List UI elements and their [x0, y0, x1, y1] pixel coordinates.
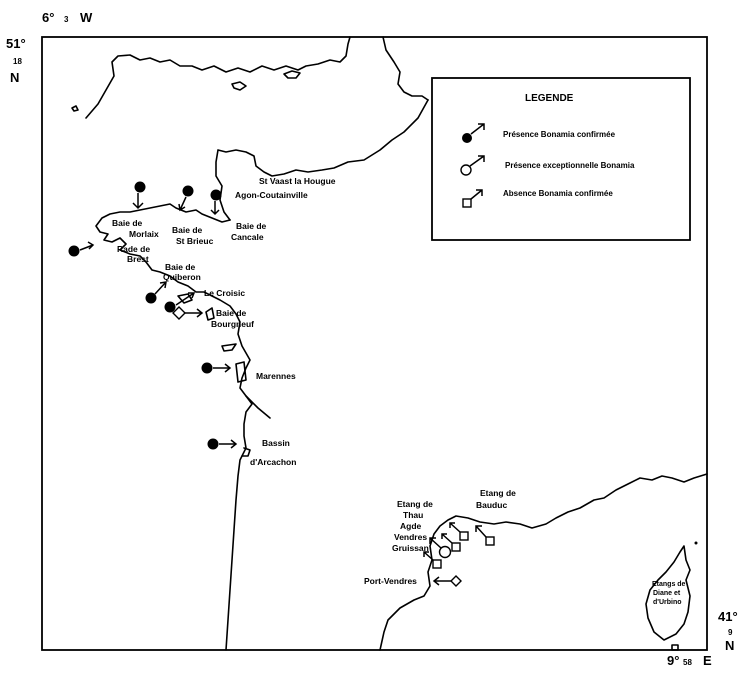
place-corse-2: Diane et	[653, 590, 681, 597]
england-coastline	[85, 36, 351, 119]
scilly	[71, 105, 79, 112]
place-arcachon: d'Arcachon	[250, 457, 296, 467]
site-marker-brest	[68, 241, 95, 257]
sardinia-tip	[671, 644, 679, 651]
lat-south-min: 9	[728, 628, 733, 637]
legend-open-square-icon	[462, 198, 472, 208]
legend-item-3-label: Absence Bonamia confirmée	[503, 189, 613, 198]
lon-east-dir: E	[703, 653, 712, 668]
place-agde: Agde	[400, 521, 422, 531]
lat-north-deg: 51°	[6, 36, 26, 51]
legend-open-circle-icon	[460, 164, 472, 176]
legend-arrow-icon-2	[469, 155, 485, 167]
gironde-estuary	[245, 395, 271, 419]
place-marennes: Marennes	[256, 371, 296, 381]
place-port-vendres: Port-Vendres	[364, 576, 417, 586]
site-marker-arcachon	[207, 438, 238, 450]
place-gruissan: Gruissan	[392, 543, 429, 553]
lon-east-min: 58	[683, 658, 692, 667]
ile-oleron	[235, 361, 247, 383]
lat-south-dir: N	[725, 638, 734, 653]
site-marker-lecroisic	[164, 292, 196, 313]
place-etang-bauduc-1: Etang de	[480, 488, 516, 498]
site-marker-agde-square	[449, 522, 469, 541]
noirmoutier	[205, 307, 215, 321]
site-marker-morlaix	[132, 181, 146, 210]
place-baie-quiberon-2: Quiberon	[163, 272, 201, 282]
ile-de-re	[221, 343, 237, 352]
brittany-coastline	[95, 203, 253, 651]
lon-west-dir: W	[80, 10, 93, 25]
arcachon-basin	[241, 447, 251, 457]
place-etang-thau-1: Etang de	[397, 499, 433, 509]
legend: LEGENDE Présence Bonamia confirmée Prése…	[431, 77, 691, 241]
place-baie-stbrieuc-2: St Brieuc	[176, 236, 214, 246]
place-etang-bauduc-2: Bauduc	[476, 500, 507, 510]
place-etang-thau-2: Thau	[403, 510, 423, 520]
corsica-coastline	[645, 545, 691, 641]
site-marker-marennes	[201, 362, 232, 374]
legend-filled-circle-icon	[462, 133, 472, 143]
place-corse-1: Etangs de	[652, 581, 686, 588]
place-le-croisic: Le Croisic	[204, 288, 245, 298]
lat-north-dir: N	[10, 70, 19, 85]
legend-title: LEGENDE	[525, 93, 574, 104]
isle-of-wight	[283, 70, 301, 79]
site-marker-gruissan-circle	[429, 537, 452, 559]
site-marker-portvendres-diamond	[432, 575, 462, 587]
normandy-coastline	[215, 99, 429, 221]
site-marker-vendres-square	[441, 533, 461, 552]
legend-arrow-icon-3	[470, 189, 483, 200]
place-baie-bourgneuf-1: Baie de	[216, 308, 247, 318]
lon-west-deg: 6°	[42, 10, 54, 25]
legend-box	[431, 77, 691, 241]
island-dot	[694, 541, 698, 545]
place-baie-bourgneuf-2: Bourgneuf	[211, 319, 254, 329]
site-marker-quiberon	[145, 281, 167, 304]
site-marker-bourgneuf-diamond	[172, 306, 204, 320]
place-st-vaast: St Vaast la Hougue	[259, 176, 336, 186]
england-coast-east	[382, 36, 429, 101]
lon-west-min: 3	[64, 15, 69, 24]
place-bassin: Bassin	[262, 438, 290, 448]
map-frame	[41, 36, 708, 651]
place-baie-morlaix-2: Morlaix	[129, 229, 159, 239]
legend-item-2-label: Présence exceptionnelle Bonamia	[505, 161, 635, 170]
place-agon: Agon-Coutainville	[235, 190, 308, 200]
site-marker-bauduc-square	[475, 525, 495, 546]
place-rade-brest-2: Brest	[127, 254, 149, 264]
legend-item-1-label: Présence Bonamia confirmée	[503, 130, 616, 139]
site-marker-cancale	[210, 189, 222, 216]
place-baie-cancale-2: Cancale	[231, 232, 264, 242]
channel-island	[231, 81, 247, 91]
lat-north-min: 18	[13, 57, 22, 66]
place-vendres: Vendres	[394, 532, 427, 542]
place-rade-brest-1: Rade de	[117, 244, 150, 254]
place-baie-morlaix-1: Baie de	[112, 218, 143, 228]
lat-south-deg: 41°	[718, 609, 738, 624]
lon-east-deg: 9°	[667, 653, 679, 668]
place-baie-quiberon-1: Baie de	[165, 262, 196, 272]
mediterranean-coastline	[379, 473, 708, 651]
legend-arrow-icon-1	[470, 123, 485, 135]
place-baie-stbrieuc-1: Baie de	[172, 225, 203, 235]
site-marker-gruissan-square	[423, 551, 442, 569]
site-marker-stbrieuc	[178, 185, 194, 212]
place-baie-cancale-1: Baie de	[236, 221, 267, 231]
place-corse-3: d'Urbino	[653, 599, 682, 606]
